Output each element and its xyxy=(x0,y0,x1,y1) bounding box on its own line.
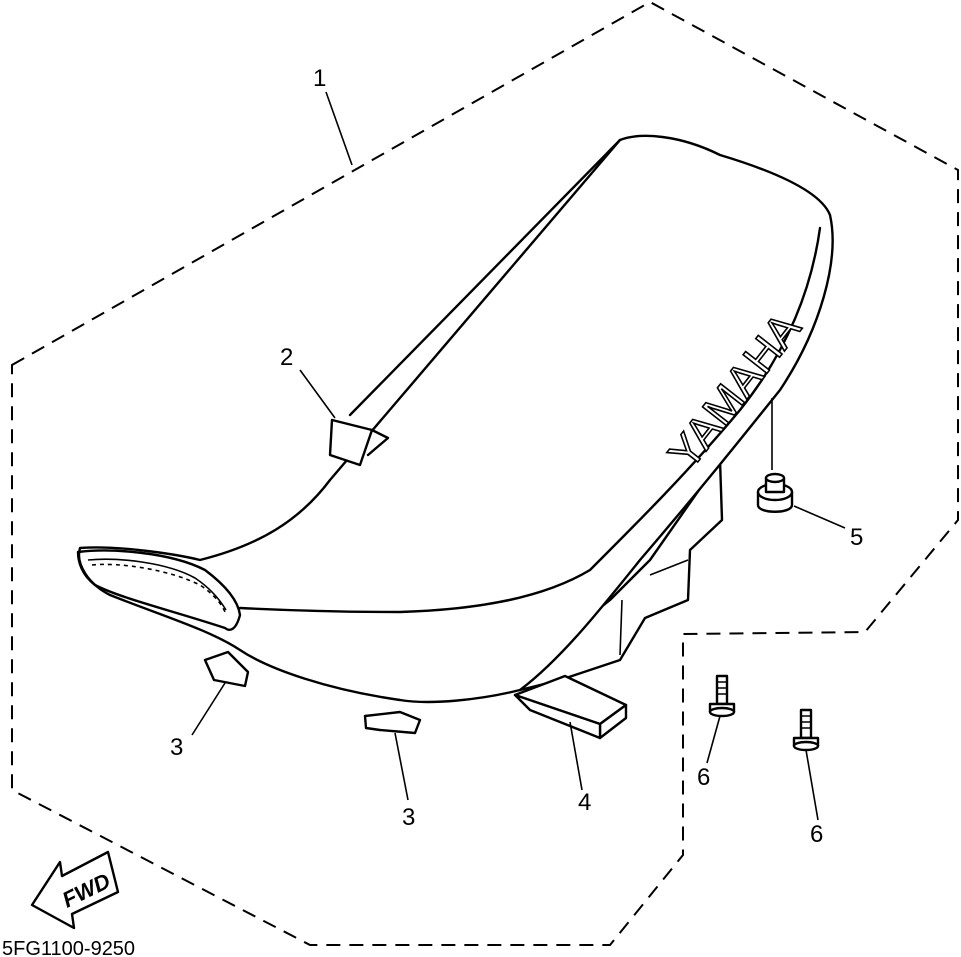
damper-part xyxy=(756,472,794,513)
seat-tail-dotted xyxy=(91,563,226,613)
assembly-boundary xyxy=(11,0,959,946)
bracket-part xyxy=(513,674,628,740)
leader-lines xyxy=(191,91,846,821)
pad-left xyxy=(203,650,250,688)
seat-assembly: YAMAHA xyxy=(76,134,834,704)
seat-tail-handle xyxy=(76,549,242,631)
seat-top-seam xyxy=(348,138,622,417)
callout-3-left: 3 xyxy=(170,734,183,761)
callout-4: 4 xyxy=(578,789,591,816)
seat-tail-inner xyxy=(87,558,227,611)
strap-clip xyxy=(328,418,374,467)
bolt-part-right xyxy=(792,708,820,752)
callout-6-right: 6 xyxy=(810,821,823,848)
diagram-code: 5FG1100-9250 xyxy=(2,938,135,957)
seat-base-edge-2 xyxy=(649,559,689,576)
bolt-part-left xyxy=(708,674,736,718)
callout-5: 5 xyxy=(850,524,863,551)
callout-6-left: 6 xyxy=(697,764,710,791)
seat-cover xyxy=(77,134,834,704)
callout-3-center: 3 xyxy=(402,804,415,831)
callout-1: 1 xyxy=(313,65,326,92)
seat-base-edge xyxy=(619,599,623,656)
forward-arrow-icon xyxy=(30,850,120,930)
strap-clip-tab xyxy=(366,428,390,457)
seat-side-seam xyxy=(238,226,822,614)
pad-center xyxy=(363,710,422,735)
callout-2: 2 xyxy=(280,344,293,371)
forward-arrow: FWD xyxy=(30,850,120,930)
pad-parts xyxy=(203,650,422,735)
